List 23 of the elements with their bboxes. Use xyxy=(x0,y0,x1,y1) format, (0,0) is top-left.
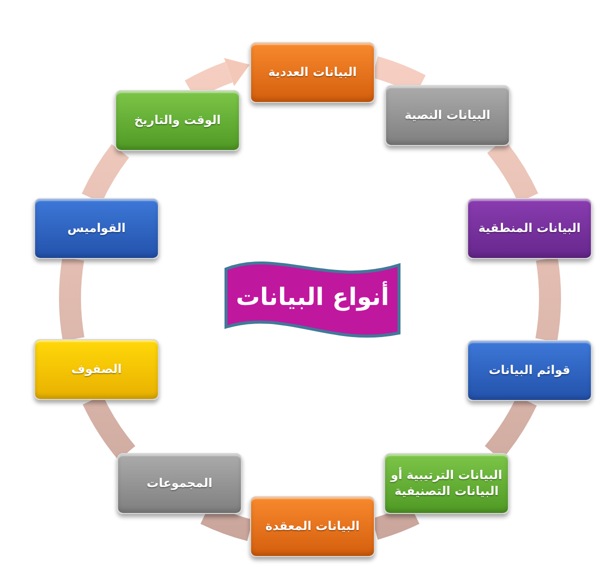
category-label: قوائم البيانات xyxy=(488,362,570,378)
category-label: الصفوف xyxy=(71,362,122,378)
category-box xyxy=(115,90,240,151)
category-label: الوقت والتاريخ xyxy=(134,112,221,128)
category-label: البيانات المنطقية xyxy=(478,220,581,236)
category-box xyxy=(384,453,509,514)
banner-title: أنواع البيانات xyxy=(236,282,390,312)
category-box xyxy=(34,198,159,259)
category-box xyxy=(467,198,592,259)
curved-connector xyxy=(535,258,561,342)
category-box xyxy=(385,85,510,146)
curved-connector xyxy=(59,258,84,341)
category-box xyxy=(467,340,592,401)
category-label: البيانات الترتيبية أو البيانات التصنيفية xyxy=(389,468,504,500)
category-box xyxy=(34,339,159,400)
category-box xyxy=(117,453,242,514)
category-label: البيانات المعقدة xyxy=(265,518,360,534)
category-label: البيانات العددية xyxy=(268,64,357,80)
category-box xyxy=(250,42,375,103)
category-label: القواميس xyxy=(67,220,126,236)
category-label: البيانات النصية xyxy=(404,108,490,124)
category-box xyxy=(250,496,375,557)
category-label: المجموعات xyxy=(146,476,212,492)
